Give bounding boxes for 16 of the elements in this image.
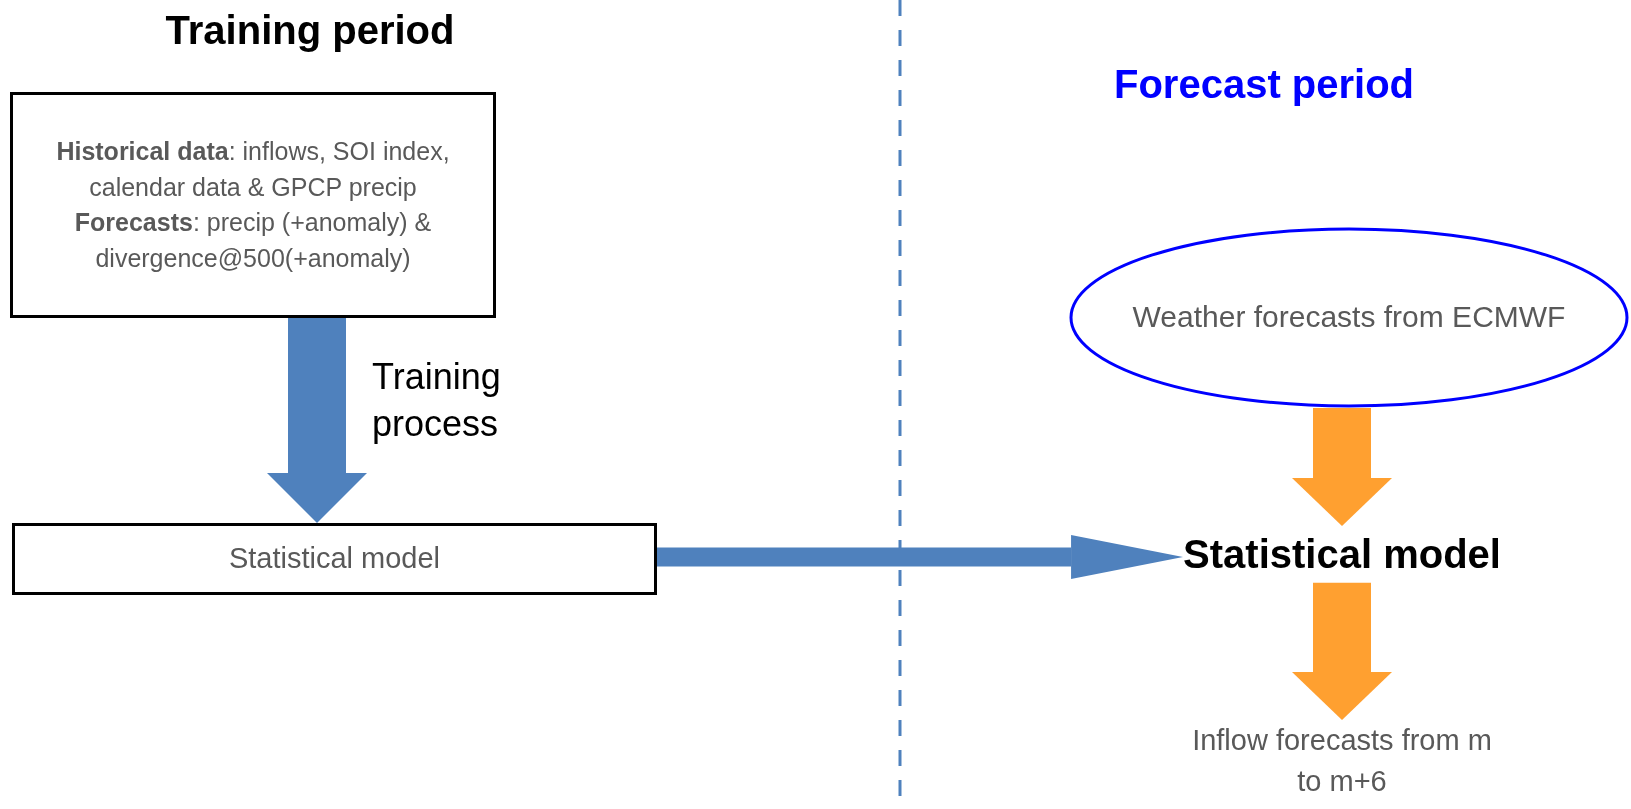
block-arrow: [1292, 408, 1392, 526]
ellipse-node: [1069, 227, 1629, 408]
node-text: Weather forecasts from ECMWF: [1131, 299, 1567, 336]
block-arrow: [267, 318, 367, 523]
edge-label: Training process: [372, 355, 502, 446]
node-text: Historical data: inflows, SOI index, calendar data & GPCP precip: [55, 136, 451, 203]
block-arrow: [1292, 582, 1392, 720]
block-arrow: [657, 535, 1184, 579]
node-text: Forecasts: precip (+anomaly) & divergence@500(+anomaly): [73, 207, 433, 274]
section-heading: Forecast period: [1113, 62, 1415, 107]
section-heading: Training period: [165, 8, 455, 53]
node-text: Statistical model: [227, 541, 442, 577]
process-box: [12, 523, 657, 595]
node-label: Statistical model: [1183, 526, 1501, 583]
node-label: Inflow forecasts from m to m+6: [1192, 720, 1492, 803]
process-box: [10, 92, 496, 318]
